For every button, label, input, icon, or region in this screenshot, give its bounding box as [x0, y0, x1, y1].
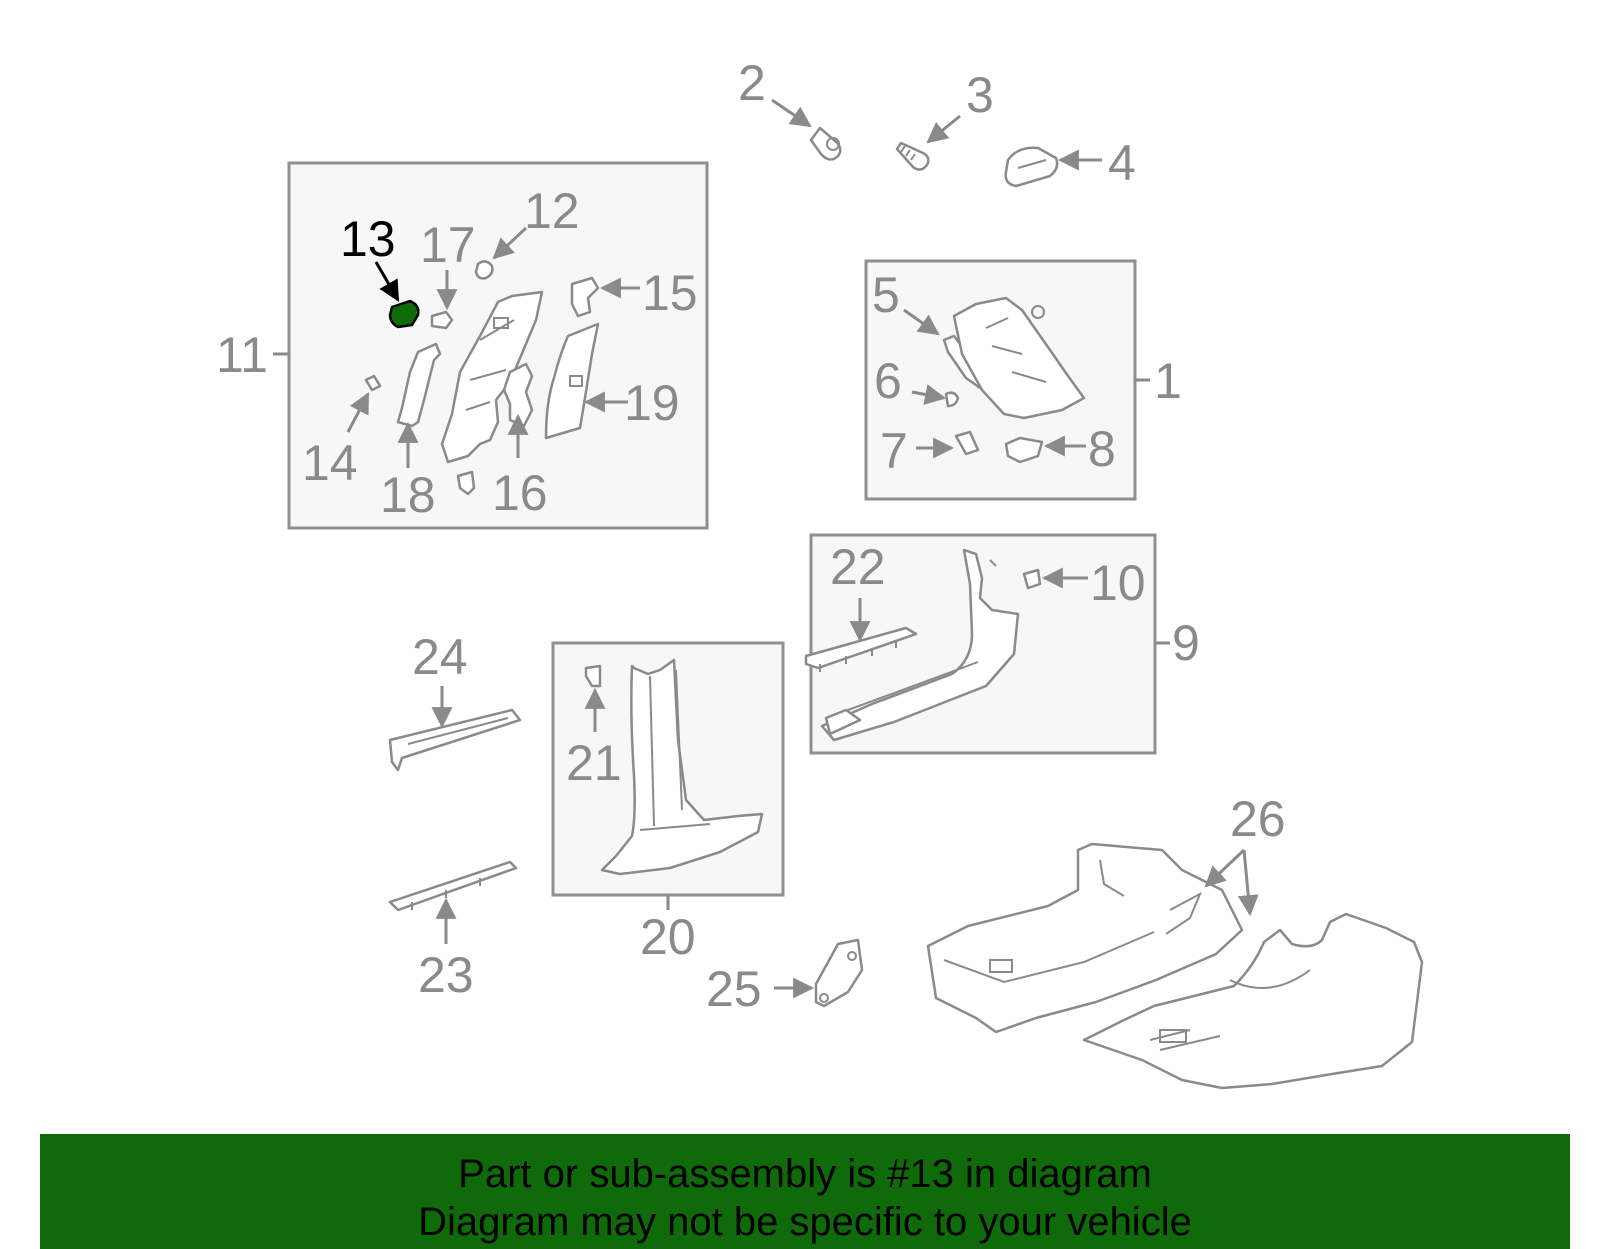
callout-20: 20	[640, 909, 696, 965]
callout-11: 11	[216, 327, 268, 383]
part-6-clip[interactable]	[944, 391, 960, 408]
callout-1: 1	[1154, 353, 1182, 409]
part-20-pillar-trim[interactable]	[600, 658, 764, 876]
part-b-pillar-trim-1[interactable]	[952, 296, 1086, 420]
leader-14	[346, 392, 370, 433]
callout-26: 26	[1230, 791, 1286, 847]
callout-6: 6	[874, 353, 902, 409]
callout-17: 17	[420, 217, 476, 273]
part-15-clip[interactable]	[570, 276, 600, 318]
callout-16: 16	[492, 465, 548, 521]
leader-3	[926, 114, 961, 144]
callout-25: 25	[706, 961, 762, 1017]
part-2-push-pin[interactable]	[809, 126, 842, 161]
callout-12: 12	[524, 183, 580, 239]
part-12-clip[interactable]	[474, 260, 494, 280]
callout-9: 9	[1172, 615, 1200, 671]
callout-14: 14	[302, 435, 358, 491]
callout-2: 2	[738, 55, 766, 111]
part-9-sill-trim[interactable]	[820, 548, 1020, 742]
callout-21: 21	[566, 735, 622, 791]
leader-12	[492, 226, 528, 260]
callout-5: 5	[872, 267, 900, 323]
callout-18: 18	[380, 467, 436, 523]
leader-5	[903, 308, 940, 336]
callout-10: 10	[1090, 555, 1146, 611]
leader-26a	[1204, 848, 1246, 888]
part-13-highlighted[interactable]	[388, 299, 420, 329]
part-7-clip[interactable]	[954, 430, 980, 456]
part-25-bracket[interactable]	[814, 938, 864, 1008]
part-14-clip[interactable]	[364, 374, 382, 392]
part-23-scuff-plate[interactable]	[388, 860, 518, 912]
callout-13: 13	[340, 211, 396, 267]
callout-7: 7	[880, 423, 908, 479]
part-8-clip[interactable]	[1004, 436, 1044, 464]
leader-26b	[1237, 849, 1259, 917]
part-24-scuff-plate[interactable]	[388, 708, 522, 772]
callout-19: 19	[624, 375, 680, 431]
part-22-scuff-plate[interactable]	[804, 626, 918, 672]
leader-13	[374, 261, 400, 302]
part-4-clip[interactable]	[1004, 146, 1059, 188]
callout-8: 8	[1088, 421, 1116, 477]
part-26-front-carpet[interactable]	[926, 842, 1244, 1034]
leader-2	[771, 98, 812, 128]
info-banner: Part or sub-assembly is #13 in diagram D…	[40, 1134, 1570, 1249]
callout-4: 4	[1108, 135, 1136, 191]
banner-part-line: Part or sub-assembly is #13 in diagram	[458, 1152, 1152, 1196]
part-10-clip[interactable]	[1022, 568, 1042, 590]
callout-15: 15	[642, 265, 698, 321]
banner-disclaimer-line: Diagram may not be specific to your vehi…	[418, 1200, 1192, 1244]
callout-23: 23	[418, 947, 474, 1003]
part-3-screw[interactable]	[895, 141, 930, 171]
parts-diagram: 2 3 4 13 17 12 15 11 19 14 18 16 5 6 7 8…	[216, 55, 1424, 1090]
part-b-pillar-upper-trim[interactable]	[440, 290, 544, 464]
callout-3: 3	[966, 67, 994, 123]
part-19-trim[interactable]	[544, 322, 600, 440]
leader-6	[911, 384, 947, 405]
callout-24: 24	[412, 629, 468, 685]
callout-22: 22	[830, 539, 886, 595]
part-clip-below-16[interactable]	[456, 470, 476, 496]
part-21-clip[interactable]	[584, 664, 602, 688]
part-17-clip[interactable]	[430, 310, 454, 330]
part-26-rear-carpet[interactable]	[1082, 912, 1424, 1090]
